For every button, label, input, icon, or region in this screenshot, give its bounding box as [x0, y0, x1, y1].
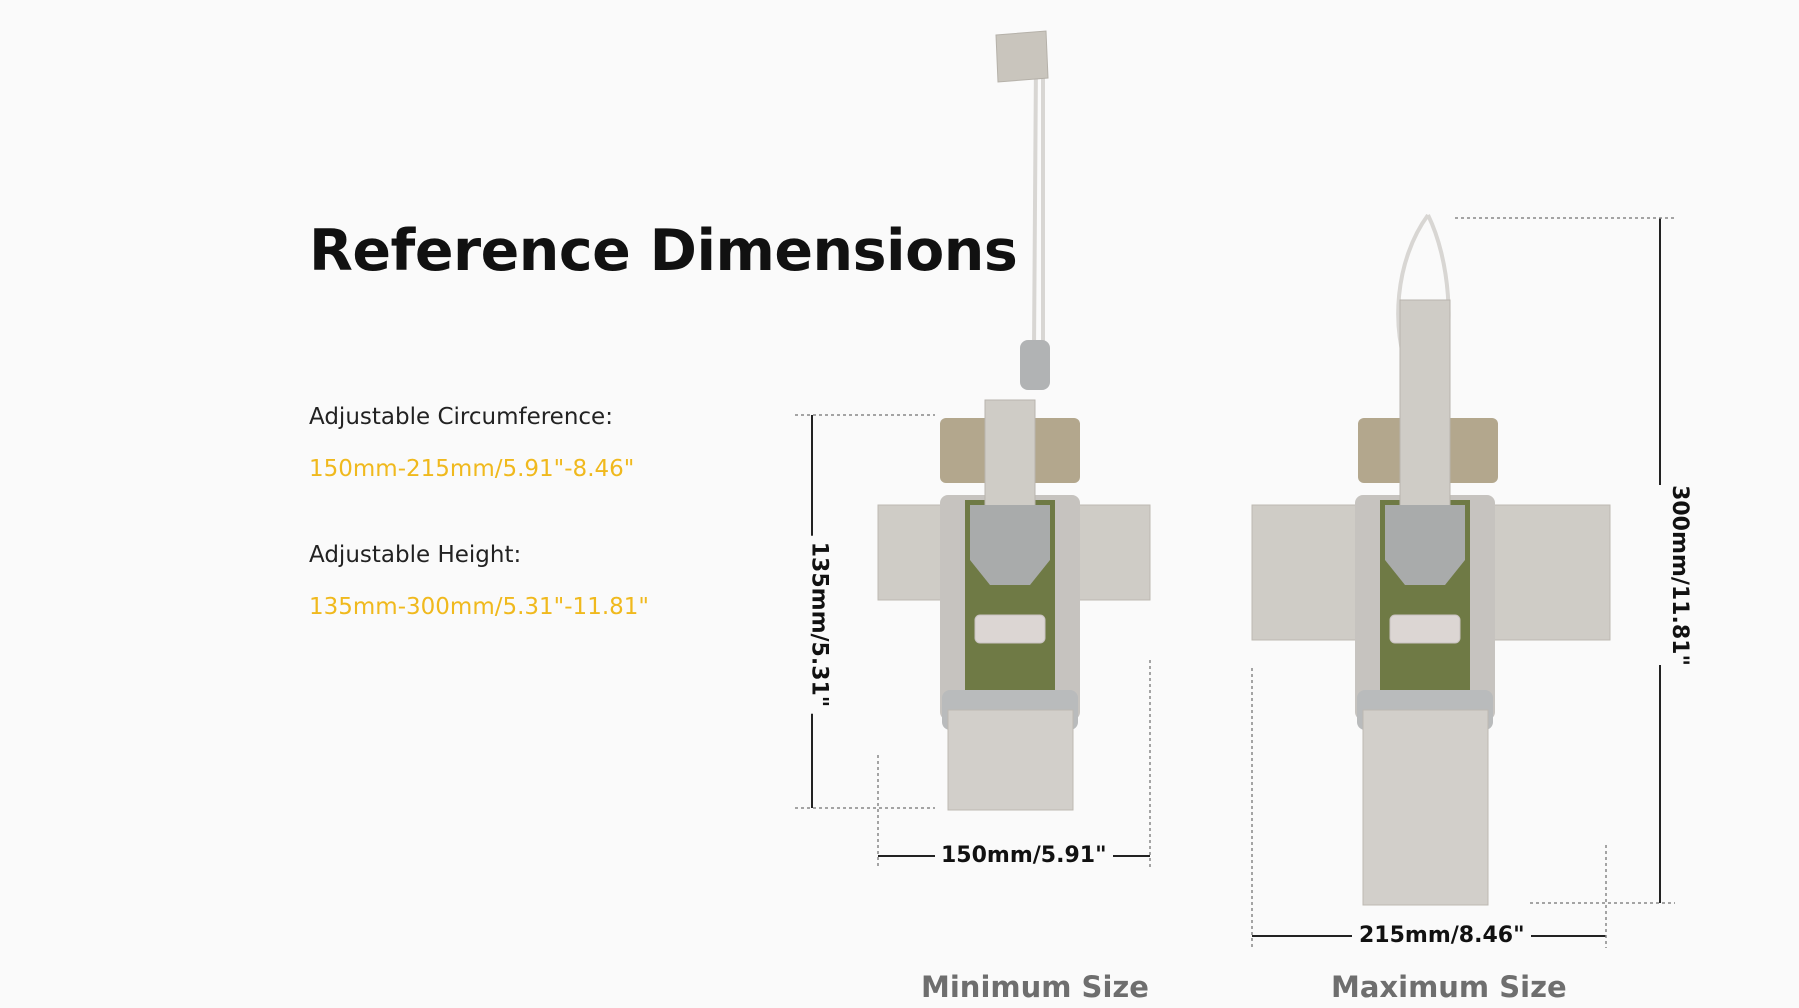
min-height-dimension [795, 414, 935, 809]
buckle [1385, 505, 1465, 585]
min-height-label: 135mm/5.31" [806, 535, 832, 714]
max-height-label: 300mm/11.81" [1666, 479, 1692, 672]
bottom-strap [947, 709, 1074, 811]
min-width-label: 150mm/5.91" [935, 843, 1113, 868]
label-patch [1389, 614, 1461, 644]
max-height-dimension [1455, 217, 1675, 904]
height-value: 135mm-300mm/5.31"-11.81" [309, 594, 649, 620]
top-strap [1399, 299, 1451, 531]
side-strap-left [877, 504, 949, 601]
max-size-caption: Maximum Size [1331, 970, 1567, 1004]
page-title: Reference Dimensions [309, 218, 1018, 284]
height-label: Adjustable Height: [309, 542, 522, 568]
label-patch [974, 614, 1046, 644]
min-size-caption: Minimum Size [921, 970, 1149, 1004]
cord-lock [1020, 340, 1050, 390]
side-strap-right [1489, 504, 1611, 641]
max-size-pouch [1251, 213, 1611, 906]
max-width-label: 215mm/8.46" [1353, 923, 1531, 948]
min-size-pouch [877, 30, 1151, 811]
circumference-label: Adjustable Circumference: [309, 404, 613, 430]
side-strap-right [1074, 504, 1151, 601]
buckle [970, 505, 1050, 585]
bottom-strap [1362, 709, 1489, 906]
side-strap-left [1251, 504, 1361, 641]
cord-pull-tab [995, 30, 1049, 83]
circumference-value: 150mm-215mm/5.91"-8.46" [309, 456, 635, 482]
